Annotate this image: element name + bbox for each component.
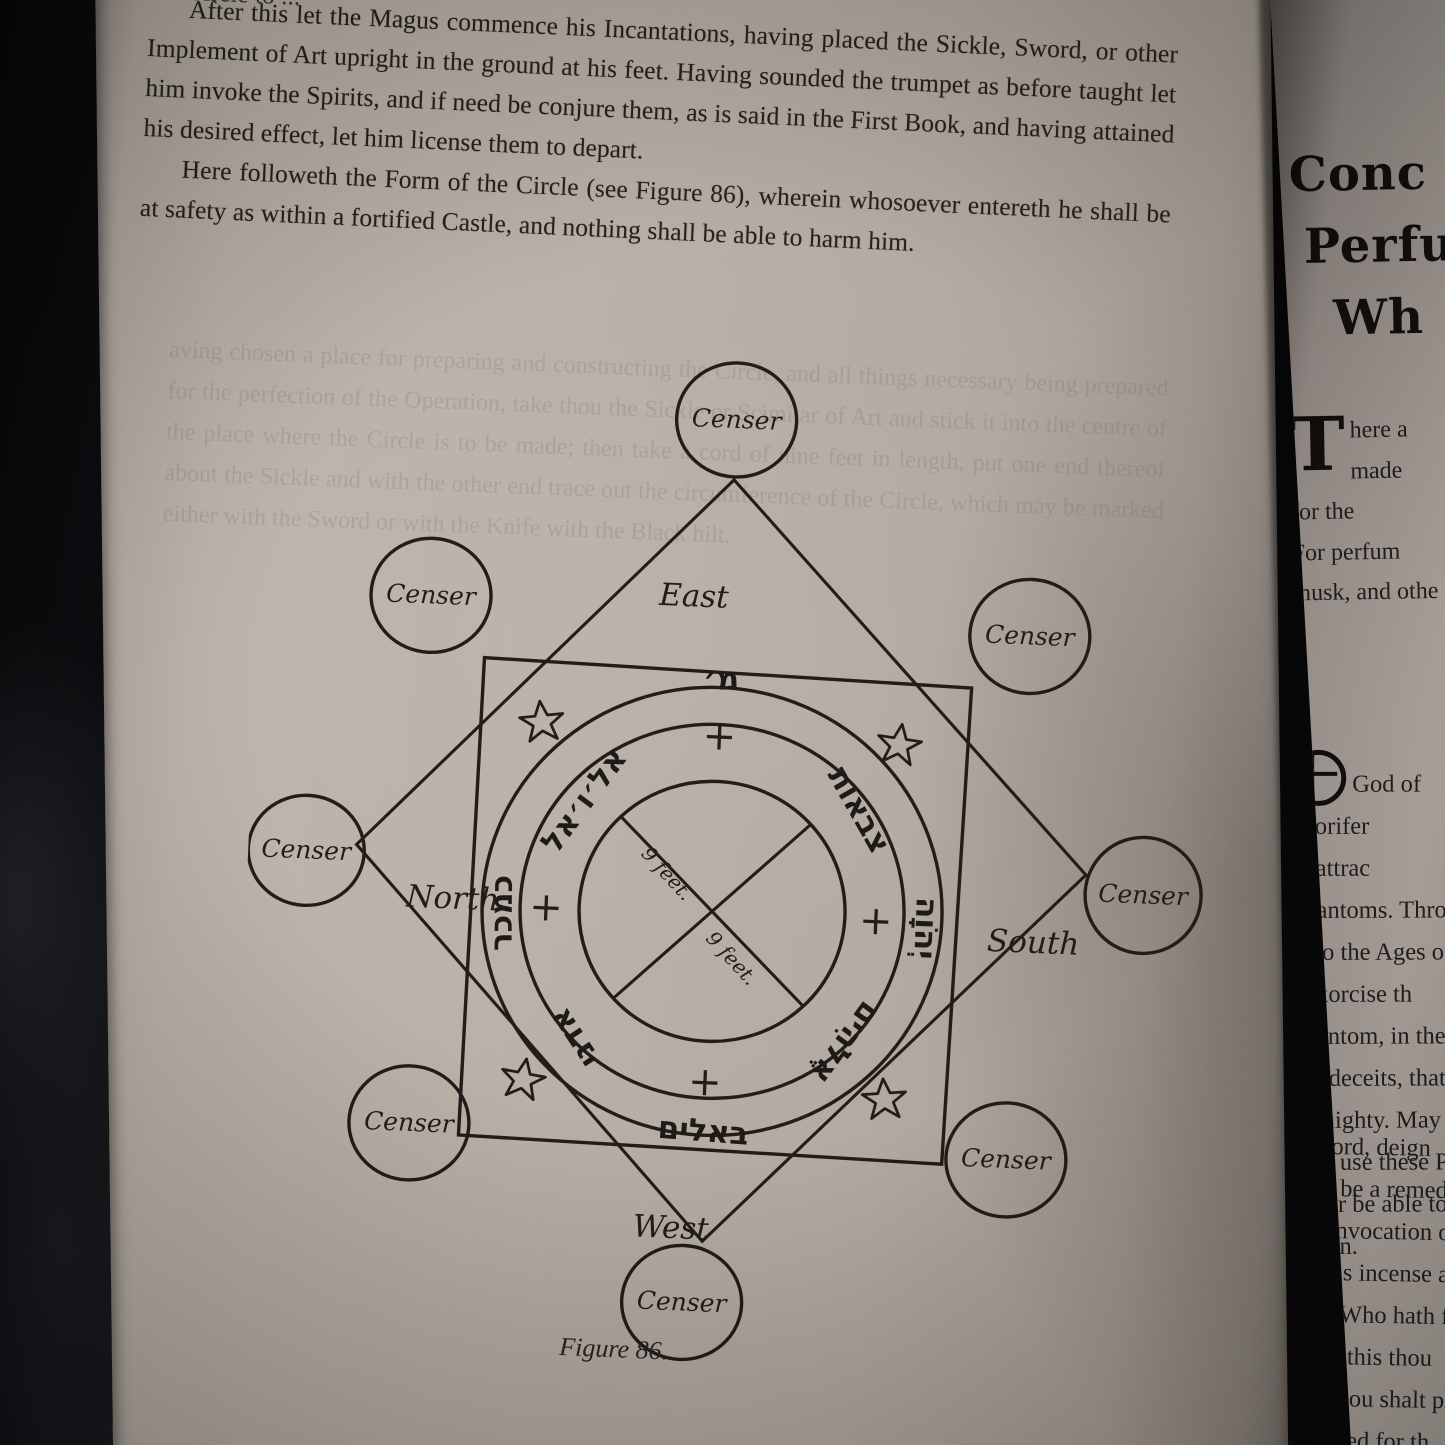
- hebrew-outer-left: כמכר: [484, 875, 521, 951]
- censer-bottom: Censer: [619, 1243, 744, 1362]
- outer-square: [456, 655, 974, 1167]
- censer-label: Censer: [261, 833, 354, 866]
- censers: Censer Censer Censer Censer Censer: [246, 361, 1203, 1362]
- censer-label: Censer: [364, 1106, 457, 1139]
- censer-top: Censer: [674, 361, 799, 479]
- censer-lower-left: Censer: [347, 1064, 471, 1182]
- hebrew-outer-right: צבאות: [820, 761, 898, 860]
- hebrew-inner-bottom: באלים: [656, 1110, 749, 1153]
- cross-top: +: [702, 713, 737, 760]
- direction-south: South: [986, 923, 1080, 963]
- censer-upper-right: Censer: [968, 577, 1092, 696]
- heading-line-3: Wh: [1332, 288, 1425, 347]
- cross-right: +: [858, 898, 893, 945]
- diagonals: [612, 815, 812, 1007]
- censer-left: Censer: [246, 793, 366, 908]
- direction-east: East: [657, 577, 729, 616]
- hebrew-outer-top: מ׳: [702, 661, 739, 698]
- censer-label: Censer: [1098, 879, 1191, 912]
- nine-feet-label-upper: 9 feet.: [637, 841, 698, 905]
- pentagram-top-right: [877, 722, 923, 767]
- cross-marks: + + + +: [528, 713, 893, 1106]
- censer-label: Censer: [961, 1143, 1054, 1176]
- pentagram-bottom-right: [860, 1077, 907, 1120]
- figure-86-magic-circle-diagram: .ln{fill:none;stroke:#221d1b;stroke-widt…: [227, 340, 1228, 1389]
- direction-north: North: [405, 879, 500, 919]
- censer-lower-right: Censer: [944, 1101, 1068, 1219]
- drop-cap-t: T: [1289, 401, 1346, 489]
- censer-label: Censer: [984, 620, 1077, 653]
- censer-label: Censer: [386, 578, 479, 611]
- nine-feet-label-lower: 9 feet.: [701, 926, 762, 990]
- censer-label: Censer: [636, 1286, 729, 1319]
- pentagram-top-left: [518, 699, 565, 743]
- body-line: For perfum: [1291, 538, 1401, 566]
- cross-left: +: [528, 884, 563, 931]
- direction-west: West: [632, 1208, 710, 1247]
- pentagram-bottom-left: [501, 1057, 547, 1102]
- measurement-labels: 9 feet. 9 feet.: [637, 841, 763, 990]
- cross-bottom: +: [687, 1059, 722, 1106]
- body-line: for the: [1290, 498, 1355, 526]
- right-page-paragraph-1: T here a made for the For perfum musk, a…: [1289, 401, 1445, 614]
- body-line: musk, and othe: [1292, 577, 1439, 607]
- censer-right: Censer: [1083, 835, 1203, 956]
- heading-line-1: Conc: [1288, 144, 1428, 204]
- hebrew-outer-far-right: יְהֹוָה: [906, 896, 945, 960]
- hebrew-inner-upper-left: אל׳ו׳אל: [534, 741, 635, 860]
- direction-labels: East North South West: [405, 577, 1080, 1248]
- circle-rings: [480, 685, 944, 1138]
- right-page-heading: Conc Perfu Wh: [1288, 132, 1445, 355]
- censer-upper-left: Censer: [369, 536, 493, 655]
- left-page-body-text: After this let the Magus commence his In…: [139, 0, 1179, 274]
- body-line: God of: [1352, 770, 1422, 798]
- heading-line-2: Perfu: [1303, 216, 1445, 275]
- pentagrams: [501, 699, 923, 1120]
- censer-label: Censer: [691, 403, 784, 436]
